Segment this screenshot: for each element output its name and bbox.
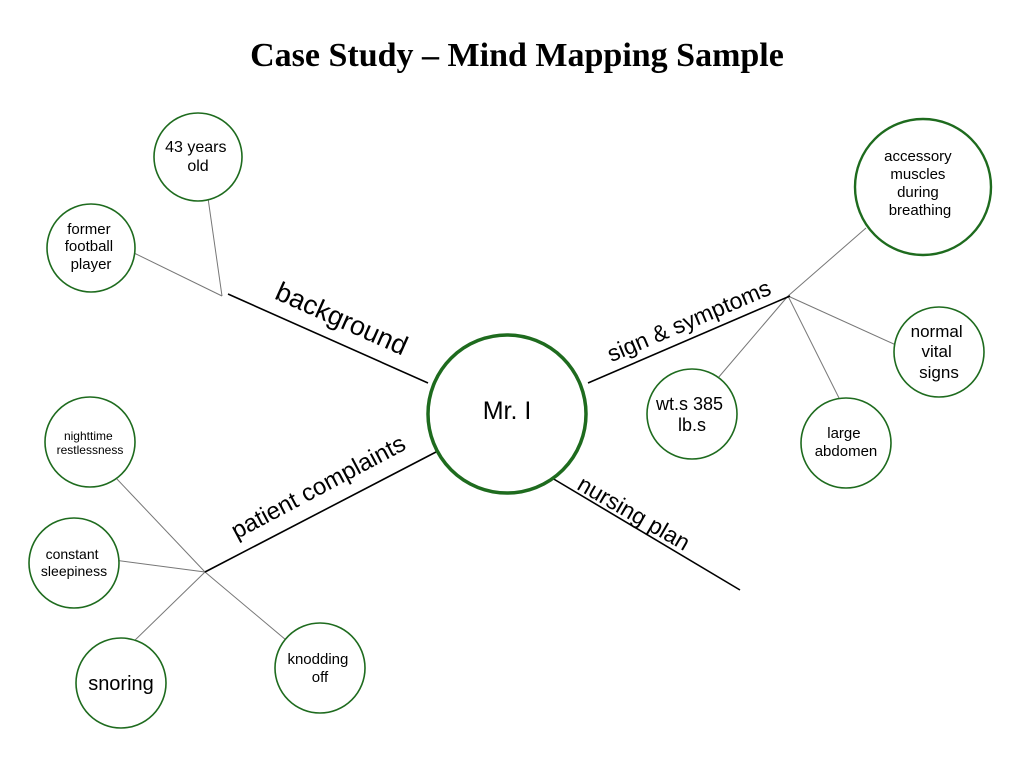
- connector-abdomen: [787, 295, 841, 401]
- svg-text:wt.s 385 lb.s: wt.s 385 lb.s: [655, 394, 728, 435]
- svg-text:nighttime restlessness: nighttime restlessness: [57, 429, 124, 457]
- connector-snoring: [129, 571, 206, 646]
- branch-line-complaints: [204, 451, 437, 573]
- connector-knodding: [204, 571, 287, 641]
- svg-text:knodding off: knodding off: [287, 651, 352, 686]
- connector-restless: [115, 477, 206, 573]
- connector-sleepiness: [113, 559, 206, 573]
- node-abdomen: large abdomen: [800, 397, 892, 489]
- svg-text:43 years old: 43 years old: [165, 139, 231, 175]
- node-restless: nighttime restlessness: [44, 396, 136, 488]
- branch-label-complaints: patient complaints: [227, 430, 410, 545]
- svg-text:accessory muscles: accessory muscles during breathing: [884, 148, 956, 219]
- center-label: Mr. I: [483, 397, 532, 425]
- node-age: 43 years old: [153, 112, 243, 202]
- page-title: Case Study – Mind Mapping Sample: [250, 37, 784, 74]
- node-weight: wt.s 385 lb.s: [646, 368, 738, 460]
- branch-line-background: [227, 293, 429, 384]
- node-snoring: snoring: [75, 637, 167, 729]
- branch-label-signs: sign & symptoms: [603, 274, 774, 366]
- branch-line-nursing: [551, 477, 741, 591]
- branch-lines: [204, 293, 791, 591]
- svg-text:normal vital signs: normal vital signs: [911, 322, 968, 382]
- svg-text:former football pl: former football player: [65, 221, 118, 273]
- node-vitals: normal vital signs: [893, 306, 985, 398]
- node-sleepiness: constant sleepiness: [28, 517, 120, 609]
- branch-label-background: background: [271, 276, 412, 361]
- svg-text:snoring: snoring: [88, 673, 154, 695]
- branch-label-nursing: nursing plan: [573, 470, 695, 555]
- svg-text:large abdomen: large abdomen: [815, 425, 878, 460]
- node-football: former football player: [46, 203, 136, 293]
- branch-line-signs: [587, 295, 791, 384]
- connector-age: [207, 197, 223, 297]
- connector-weight: [717, 295, 789, 379]
- connector-lines: [113, 197, 897, 646]
- node-accessory: accessory muscles during breathing: [853, 117, 993, 257]
- connector-football: [133, 252, 223, 297]
- connector-vitals: [787, 295, 897, 346]
- node-knodding: knodding off: [274, 622, 366, 714]
- svg-text:constant sleepiness: constant sleepiness: [41, 546, 107, 579]
- center-node: Mr. I: [426, 333, 588, 495]
- connector-accessory: [787, 227, 867, 297]
